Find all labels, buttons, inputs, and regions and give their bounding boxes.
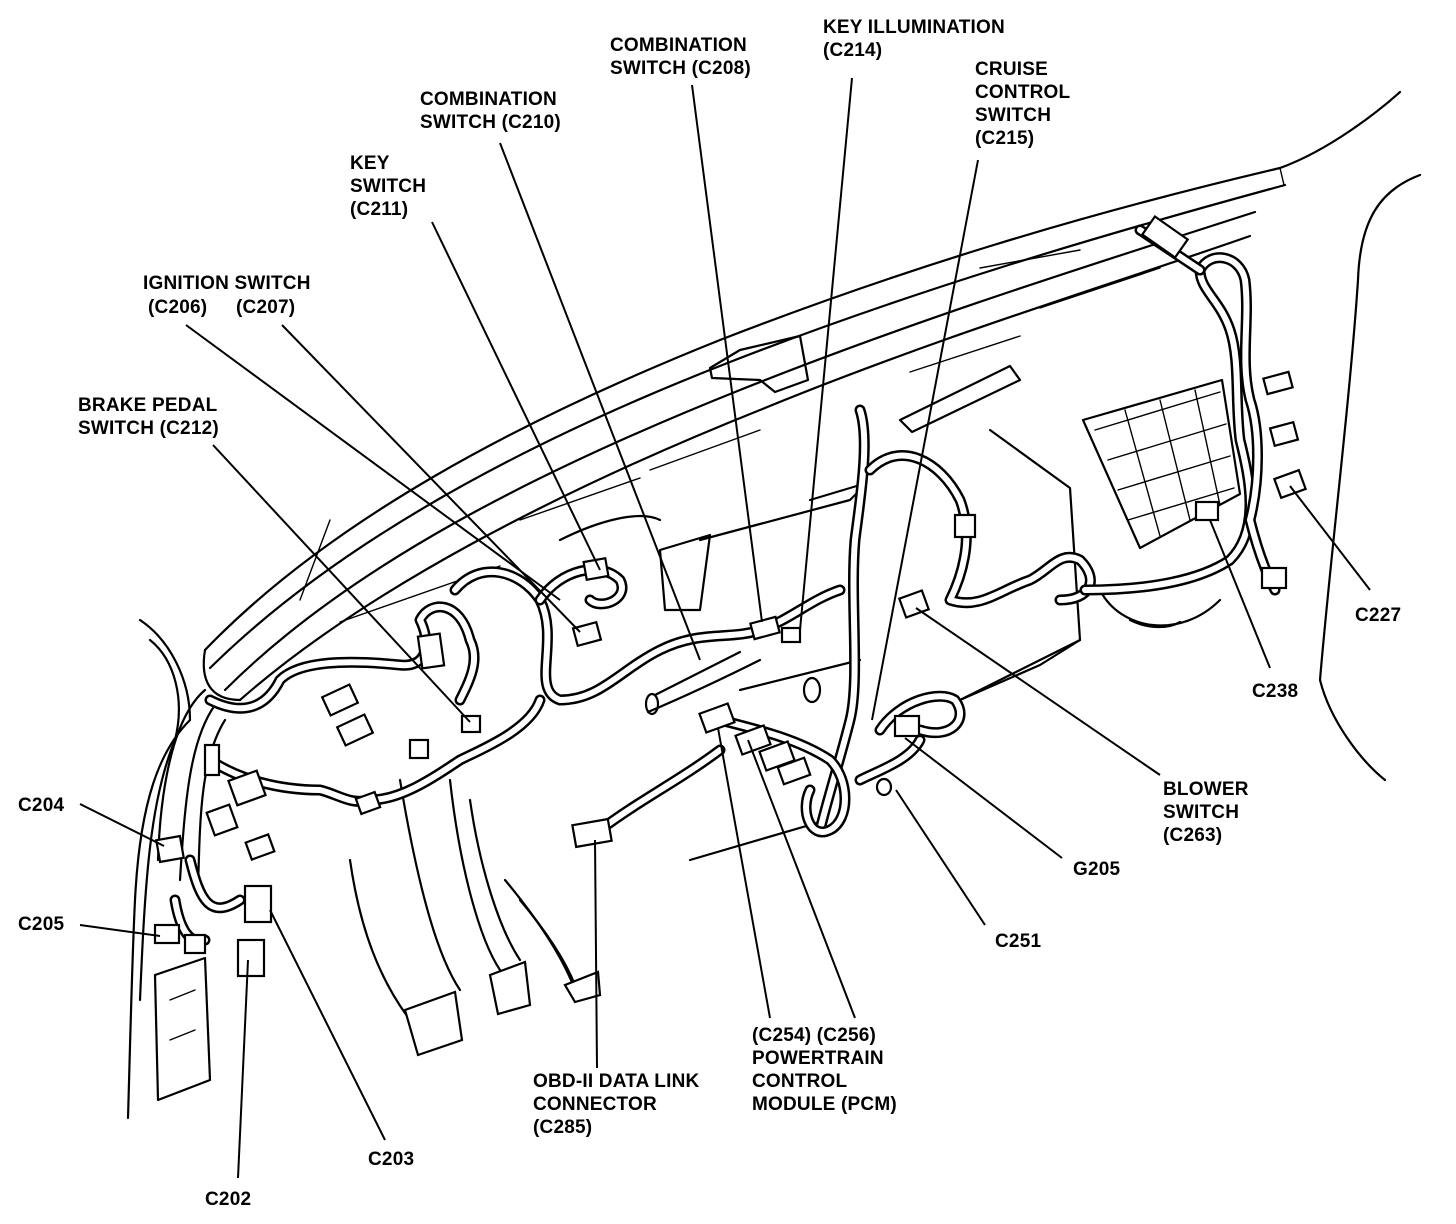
leader-c204 <box>79 803 165 847</box>
leader-key-illumination <box>799 77 853 631</box>
leader-blower-switch <box>915 607 1161 776</box>
leader-lines <box>79 77 1371 1179</box>
label-ignition-switch: IGNITION SWITCH <box>143 273 311 294</box>
label-c238: C238 <box>1252 681 1299 702</box>
label-cruise-control-switch: CRUISE CONTROL SWITCH (C215) <box>975 59 1071 149</box>
leader-g205 <box>904 737 1063 859</box>
leader-combination-switch-c208 <box>691 84 763 623</box>
label-c202: C202 <box>205 1189 252 1210</box>
leader-brake-pedal <box>212 444 471 723</box>
label-key-illumination: KEY ILLUMINATION (C214) <box>823 17 1005 61</box>
leader-c203 <box>269 909 386 1141</box>
label-c207: (C207) <box>236 297 296 318</box>
leader-c207 <box>281 324 581 633</box>
leader-c251 <box>895 789 986 926</box>
label-combination-switch-c210: COMBINATION SWITCH (C210) <box>420 89 561 133</box>
label-blower-switch: BLOWER SWITCH (C263) <box>1163 779 1249 846</box>
leader-c206 <box>185 324 561 601</box>
label-c204: C204 <box>18 795 65 816</box>
leader-c254 <box>717 727 771 1019</box>
label-brake-pedal-switch: BRAKE PEDAL SWITCH (C212) <box>78 395 219 439</box>
connectors <box>153 214 1308 978</box>
label-c203: C203 <box>368 1149 415 1170</box>
leader-obd-ii <box>594 839 598 1069</box>
label-c205: C205 <box>18 914 65 935</box>
label-c206: (C206) <box>148 297 208 318</box>
leader-combination-switch-c210 <box>499 142 701 661</box>
leader-c202 <box>237 959 249 1179</box>
pedal-area <box>126 618 602 1120</box>
leader-c205 <box>79 924 161 937</box>
leader-c256 <box>747 739 856 1019</box>
instrument-panel <box>202 90 1422 862</box>
leader-c227 <box>1289 485 1371 591</box>
leader-c238 <box>1209 519 1271 669</box>
leader-key-switch <box>431 221 601 571</box>
label-g205: G205 <box>1073 859 1121 880</box>
label-powertrain-control-module: (C254) (C256) POWERTRAIN CONTROL MODULE … <box>752 1025 897 1115</box>
label-obd-ii-data-link-connector: OBD-II DATA LINK CONNECTOR (C285) <box>533 1071 700 1138</box>
leader-cruise-control <box>871 159 979 721</box>
label-c251: C251 <box>995 931 1042 952</box>
label-key-switch: KEY SWITCH (C211) <box>350 153 427 220</box>
label-combination-switch-c208: COMBINATION SWITCH (C208) <box>610 35 751 79</box>
label-c227: C227 <box>1355 605 1402 626</box>
